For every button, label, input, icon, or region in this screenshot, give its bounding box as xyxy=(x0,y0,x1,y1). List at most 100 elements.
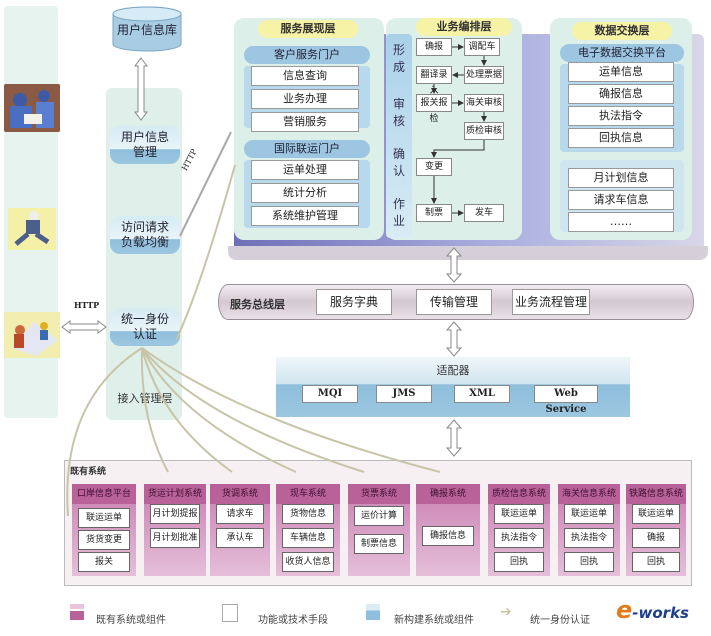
legacy-system-item: 回执 xyxy=(632,552,680,572)
legacy-system-item: 月计划批准 xyxy=(150,528,200,548)
legend-label: 统一身份认证 xyxy=(530,615,590,626)
legacy-system-item: 执法指令 xyxy=(494,528,544,548)
portal-item: 系统维护管理 xyxy=(251,206,359,226)
legacy-system: 现车系统货物信息车辆信息收货人信息 xyxy=(276,484,340,576)
legacy-system-name: 货票系统 xyxy=(348,484,410,504)
orchestration-layer-title: 业务编排层 xyxy=(416,18,512,36)
exchange-item: 确报信息 xyxy=(568,84,674,104)
legacy-system-item: 报关 xyxy=(78,552,130,572)
user-db-cylinder: 用户信息库 xyxy=(111,6,183,52)
service-frame-base xyxy=(228,246,708,260)
edi-platform: 电子数据交换平台 xyxy=(560,44,684,62)
flow-step: 报关报检 xyxy=(416,94,452,124)
eworks-logo: e-works xyxy=(616,596,689,624)
stage-confirm: 确认 xyxy=(392,147,405,178)
legacy-system-name: 质检信息系统 xyxy=(488,484,550,504)
adapter-item: Web Service xyxy=(534,385,598,415)
unified-auth: 统一身份 认证 xyxy=(110,308,180,346)
legacy-system-item: 联运运单 xyxy=(632,504,680,524)
legacy-system-item: 月计划提报 xyxy=(150,504,200,524)
stage-band xyxy=(386,34,412,238)
flow-step: 制票 xyxy=(416,204,452,222)
bus-item: 业务流程管理 xyxy=(512,289,590,315)
exchange-item: 执法指令 xyxy=(568,106,674,126)
adapter-item: XML xyxy=(454,385,510,403)
exchange-item: 月计划信息 xyxy=(568,168,674,188)
flow-step: 翻译录入 xyxy=(416,66,452,96)
legacy-system-item: 运价计算 xyxy=(354,506,404,526)
legacy-system-item: 车辆信息 xyxy=(282,528,334,548)
legacy-system-name: 铁路信息系统 xyxy=(626,484,686,504)
http-label-diagonal: HTTP xyxy=(180,147,199,173)
legacy-system: 铁路信息系统联运运单确报回执 xyxy=(626,484,686,576)
legend-swatch-new xyxy=(366,604,380,620)
adapter-item: JMS xyxy=(376,385,432,403)
legacy-system-item: 货物信息 xyxy=(282,504,334,524)
legend-label: 新构建系统或组件 xyxy=(394,615,474,626)
legacy-system-item: 联运运单 xyxy=(564,504,614,524)
legacy-system: 货运计划系统月计划提报月计划批准 xyxy=(144,484,206,576)
legend-swatch-function xyxy=(222,604,238,622)
bus-item: 服务字典 xyxy=(316,289,392,315)
legacy-system: 确报系统确报信息 xyxy=(416,484,480,576)
legacy-system: 质检信息系统联运运单执法指令回执 xyxy=(488,484,550,576)
portal-item: 营销服务 xyxy=(251,112,359,132)
legacy-system: 口岸信息平台联运运单货货变更报关 xyxy=(72,484,136,576)
portal-item: 统计分析 xyxy=(251,183,359,203)
legend-arrow-icon: ➔ xyxy=(500,604,512,620)
user-info-management: 用户信息 管理 xyxy=(110,126,180,164)
runner-icon xyxy=(8,208,64,256)
stage-review: 审核 xyxy=(392,97,405,128)
brand-suffix: -works xyxy=(632,604,689,622)
brand-prefix: e xyxy=(616,596,633,624)
legacy-system-item: 确报 xyxy=(632,528,680,548)
legacy-title: 既有系统 xyxy=(70,467,107,477)
exchange-item: 运单信息 xyxy=(568,62,674,82)
legacy-system-name: 货调系统 xyxy=(210,484,270,504)
meeting-icon xyxy=(4,312,60,360)
legacy-system-item: 制票信息 xyxy=(354,534,404,554)
users-group-icon xyxy=(4,84,60,132)
legacy-system-item: 收货人信息 xyxy=(282,552,334,572)
legend-label: 功能或技术手段 xyxy=(258,615,328,626)
flow-step: 处理票据 xyxy=(464,66,504,84)
portal-intl-transport: 国际联运门户 xyxy=(244,140,370,158)
exchange-item: 回执信息 xyxy=(568,128,674,148)
legacy-system-item: 联运运单 xyxy=(494,504,544,524)
legacy-system-name: 口岸信息平台 xyxy=(72,484,136,504)
http-diagonal-arrow xyxy=(179,131,232,237)
legacy-system-name: 海关信息系统 xyxy=(558,484,620,504)
arrow-bus-adapter xyxy=(445,321,463,357)
flow-step: 质检审核 xyxy=(464,122,504,140)
flow-step: 变更 xyxy=(416,158,452,176)
access-layer-label: 接入管理层 xyxy=(117,392,173,405)
legacy-system-item: 回执 xyxy=(564,552,614,572)
legacy-system-item: 货货变更 xyxy=(78,530,130,550)
arrow-http-left xyxy=(61,320,107,334)
user-db-label: 用户信息库 xyxy=(116,23,177,37)
bus-layer-label: 服务总线层 xyxy=(230,298,285,311)
exchange-item: …… xyxy=(568,212,674,232)
portal-item: 运单处理 xyxy=(251,160,359,180)
flow-step: 确报 xyxy=(416,38,452,56)
legacy-system-name: 货运计划系统 xyxy=(144,484,206,504)
adapter-item: MQI xyxy=(302,385,358,403)
legacy-system: 海关信息系统联运运单执法指令回执 xyxy=(558,484,620,576)
legacy-system-name: 现车系统 xyxy=(276,484,340,504)
legacy-system-item: 联运运单 xyxy=(78,508,130,528)
adapter-title: 适配器 xyxy=(436,364,470,377)
flow-step: 海关审核 xyxy=(464,94,504,112)
load-balancing: 访问请求 负载均衡 xyxy=(110,216,180,254)
stage-operation: 作业 xyxy=(392,197,405,228)
exchange-layer-title: 数据交换层 xyxy=(572,22,672,40)
presentation-layer-title: 服务展现层 xyxy=(258,20,358,38)
legacy-system-name: 确报系统 xyxy=(416,484,480,504)
legend-swatch-legacy xyxy=(70,604,84,620)
http-label-left: HTTP xyxy=(74,300,100,310)
portal-item: 信息查询 xyxy=(251,66,359,86)
legacy-system-item: 执法指令 xyxy=(564,528,614,548)
legacy-system-item: 请求车 xyxy=(216,504,264,524)
legacy-system-item: 回执 xyxy=(494,552,544,572)
flow-step: 调配车 xyxy=(464,38,500,56)
legend-label: 既有系统或组件 xyxy=(96,615,166,626)
